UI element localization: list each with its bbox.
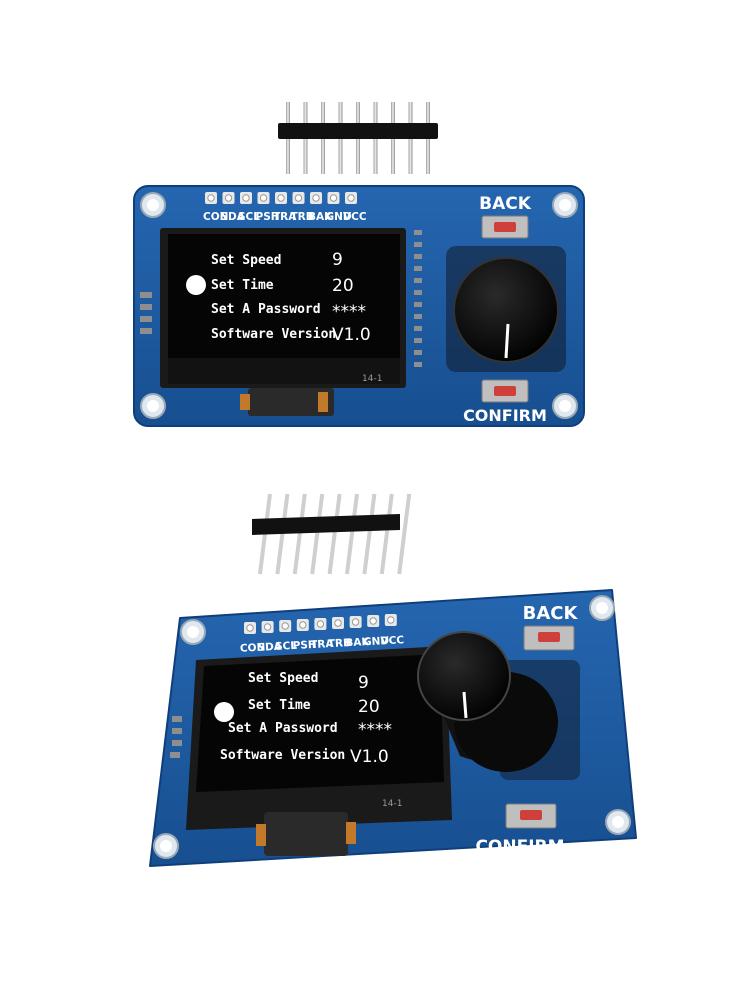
bottom-confirm-button[interactable] bbox=[505, 803, 557, 829]
bottom-ribbon bbox=[256, 812, 356, 856]
bottom-smd-parts bbox=[170, 716, 182, 758]
top-back-button[interactable] bbox=[481, 215, 529, 239]
top-menu-value-1: 20 bbox=[332, 276, 354, 296]
pin-hole bbox=[281, 622, 289, 630]
bottom-pin-header bbox=[252, 493, 412, 575]
bottom-menu-value-0: 9 bbox=[358, 673, 369, 693]
top-panel-code: 14-1 bbox=[362, 374, 382, 384]
header-pin bbox=[362, 493, 377, 575]
pin-hole bbox=[387, 616, 395, 624]
top-module: CONSDASCLPSHTRATRBBAKGNDVCC 14-1 Set Spe… bbox=[133, 102, 585, 427]
top-mount-holes bbox=[140, 192, 578, 419]
bottom-menu-label-1: Set Time bbox=[248, 698, 311, 713]
bottom-module: CONSDASCLPSHTRATRBBAKGNDVCC 14-1 Set Spe… bbox=[149, 589, 637, 867]
header-pin bbox=[275, 493, 290, 575]
top-selection-dot bbox=[186, 275, 206, 295]
bottom-back-button[interactable] bbox=[523, 625, 575, 651]
top-menu-label-0: Set Speed bbox=[211, 253, 281, 268]
bottom-menu-label-3: Software Version bbox=[220, 748, 345, 763]
bottom-mount-holes bbox=[153, 595, 631, 859]
header-pin bbox=[345, 493, 359, 575]
bottom-menu-value-3: V1.0 bbox=[350, 747, 389, 767]
bottom-pin-labels: CONSDASCLPSHTRATRBBAKGNDVCC bbox=[240, 634, 405, 655]
bottom-oled-menu: Set Speed 9 Set Time 20 Set A Password *… bbox=[214, 671, 392, 767]
top-pin-pads bbox=[205, 192, 357, 204]
pin-label-scl: SCL bbox=[275, 640, 298, 653]
top-pin-labels: CONSDASCLPSHTRATRBBAKGNDVCC bbox=[203, 211, 367, 223]
top-menu-label-3: Software Version bbox=[211, 327, 336, 342]
bottom-back-label: BACK bbox=[523, 603, 579, 624]
pin-label-bak: BAK bbox=[308, 211, 333, 223]
pin-hole bbox=[316, 620, 325, 628]
top-menu-value-2: **** bbox=[332, 302, 366, 322]
top-pin-header bbox=[278, 102, 438, 174]
pin-hole bbox=[299, 621, 307, 629]
pin-hole bbox=[369, 617, 377, 625]
top-menu-value-3: V1.0 bbox=[332, 325, 371, 345]
bottom-selection-dot bbox=[214, 702, 234, 722]
bottom-oled-screen bbox=[196, 654, 444, 792]
pin-label-psh: PSH bbox=[256, 211, 280, 223]
bottom-panel-code: 14-1 bbox=[382, 799, 402, 809]
pin-label-bak: BAK bbox=[345, 636, 371, 649]
header-pin bbox=[292, 493, 307, 575]
top-confirm-label: CONFIRM bbox=[463, 406, 547, 425]
top-ribbon bbox=[240, 388, 334, 416]
pin-label-sda: SDA bbox=[221, 211, 246, 223]
pin-label-trb: TRB bbox=[328, 637, 352, 650]
pin-hole bbox=[263, 623, 272, 631]
pin-label-psh: PSH bbox=[292, 639, 317, 652]
pin-hole bbox=[312, 194, 320, 202]
pin-label-scl: SCL bbox=[238, 211, 260, 223]
bottom-menu-label-0: Set Speed bbox=[248, 671, 318, 686]
pin-hole bbox=[224, 194, 233, 202]
pin-label-vcc: VCC bbox=[380, 634, 404, 647]
pin-hole bbox=[207, 194, 215, 202]
pin-label-trb: TRB bbox=[291, 211, 314, 223]
pin-hole bbox=[334, 619, 342, 627]
bottom-rotary-knob[interactable] bbox=[417, 631, 580, 780]
pin-label-gnd: GND bbox=[363, 635, 390, 648]
top-rotary-knob[interactable] bbox=[446, 246, 566, 372]
bottom-menu-label-2: Set A Password bbox=[228, 721, 338, 736]
bottom-confirm-label: CONFIRM bbox=[475, 837, 564, 857]
top-oled-screen bbox=[168, 234, 400, 358]
header-pin bbox=[379, 493, 394, 575]
header-pin bbox=[397, 493, 412, 575]
pin-label-vcc: VCC bbox=[343, 211, 367, 223]
top-menu-label-1: Set Time bbox=[211, 278, 274, 293]
pin-hole bbox=[259, 194, 268, 202]
bottom-menu-value-1: 20 bbox=[358, 697, 380, 717]
pin-label-con: CON bbox=[240, 641, 266, 654]
top-confirm-button[interactable] bbox=[481, 379, 529, 403]
pin-label-tra: TRA bbox=[273, 211, 297, 223]
top-menu-value-0: 9 bbox=[332, 250, 343, 270]
pin-label-gnd: GND bbox=[326, 211, 352, 223]
pin-label-con: CON bbox=[203, 211, 228, 223]
top-menu-label-2: Set A Password bbox=[211, 302, 321, 317]
pin-hole bbox=[277, 194, 285, 202]
header-pin bbox=[327, 493, 342, 575]
pin-label-sda: SDA bbox=[257, 641, 283, 654]
bottom-menu-value-2: **** bbox=[358, 720, 392, 740]
pin-hole bbox=[246, 624, 254, 632]
pin-hole bbox=[242, 194, 250, 202]
top-oled-menu: Set Speed 9 Set Time 20 Set A Password *… bbox=[186, 250, 371, 345]
pin-hole bbox=[329, 194, 338, 202]
pin-hole bbox=[351, 618, 360, 626]
top-back-label: BACK bbox=[479, 194, 532, 214]
pin-hole bbox=[294, 194, 303, 202]
pin-hole bbox=[347, 194, 355, 202]
bottom-pin-pads bbox=[244, 614, 397, 634]
header-pin bbox=[310, 493, 325, 575]
top-smd-parts bbox=[140, 230, 422, 367]
pin-label-tra: TRA bbox=[310, 638, 335, 651]
